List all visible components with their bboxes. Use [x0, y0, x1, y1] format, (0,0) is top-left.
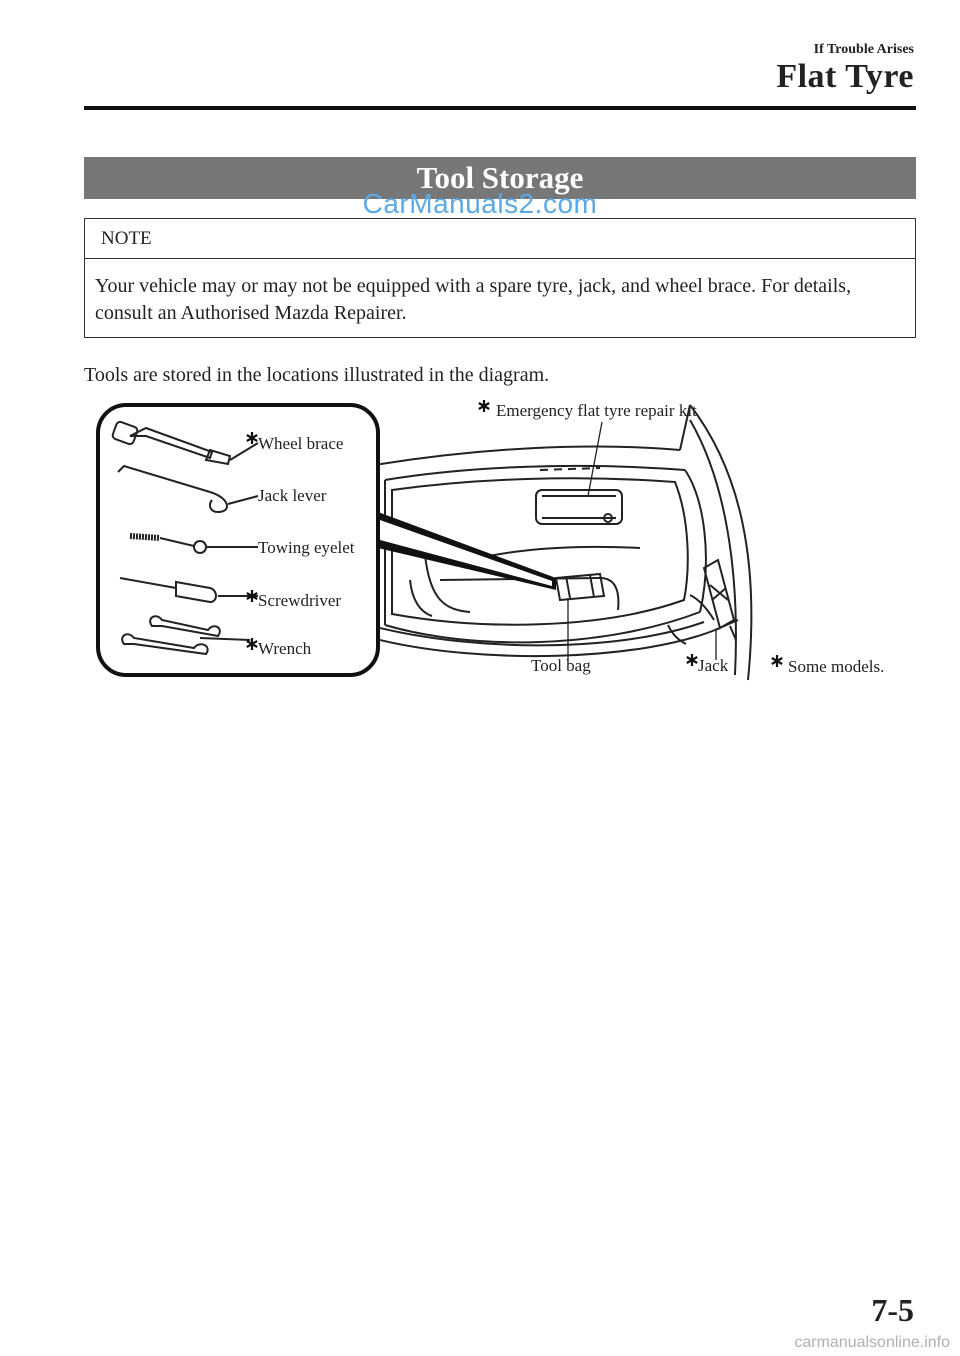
trunk-illustration	[374, 404, 753, 681]
chapter-title: Flat Tyre	[776, 58, 914, 95]
label-screwdriver: Screwdriver	[258, 591, 342, 610]
tools-panel	[96, 403, 380, 677]
watermark-text: CarManuals2.com	[362, 188, 598, 219]
label-wrench: Wrench	[258, 639, 312, 658]
header-rule	[84, 106, 916, 110]
wrench-drawing	[121, 615, 251, 656]
section-title: If Trouble Arises	[813, 42, 914, 57]
some-models-marker-icon	[770, 653, 784, 669]
label-jack: Jack	[698, 656, 729, 675]
label-some-models: Some models.	[788, 657, 885, 676]
wheel-brace-drawing	[111, 420, 259, 466]
note-body: Your vehicle may or may not be equipped …	[95, 275, 852, 324]
label-wheel-brace: Wheel brace	[258, 434, 344, 453]
some-models-marker-icon	[685, 652, 699, 668]
towing-eyelet-drawing	[129, 533, 258, 554]
label-emergency-kit: Emergency flat tyre repair kit	[496, 401, 697, 420]
note-heading: NOTE	[85, 219, 915, 259]
intro-text: Tools are stored in the locations illust…	[84, 364, 550, 386]
label-towing-eyelet: Towing eyelet	[258, 538, 355, 557]
note-box: NOTE Your vehicle may or may not be equi…	[84, 218, 916, 338]
jack-lever-drawing	[117, 464, 259, 514]
label-tool-bag: Tool bag	[531, 656, 591, 675]
leader-emergency-kit	[587, 421, 603, 497]
section-banner: Tool Storage	[84, 157, 916, 199]
label-jack-lever: Jack lever	[258, 486, 327, 505]
some-models-marker-icon	[477, 398, 491, 414]
page-number: 7-5	[871, 1292, 914, 1328]
footer-watermark: carmanualsonline.info	[794, 1334, 950, 1351]
